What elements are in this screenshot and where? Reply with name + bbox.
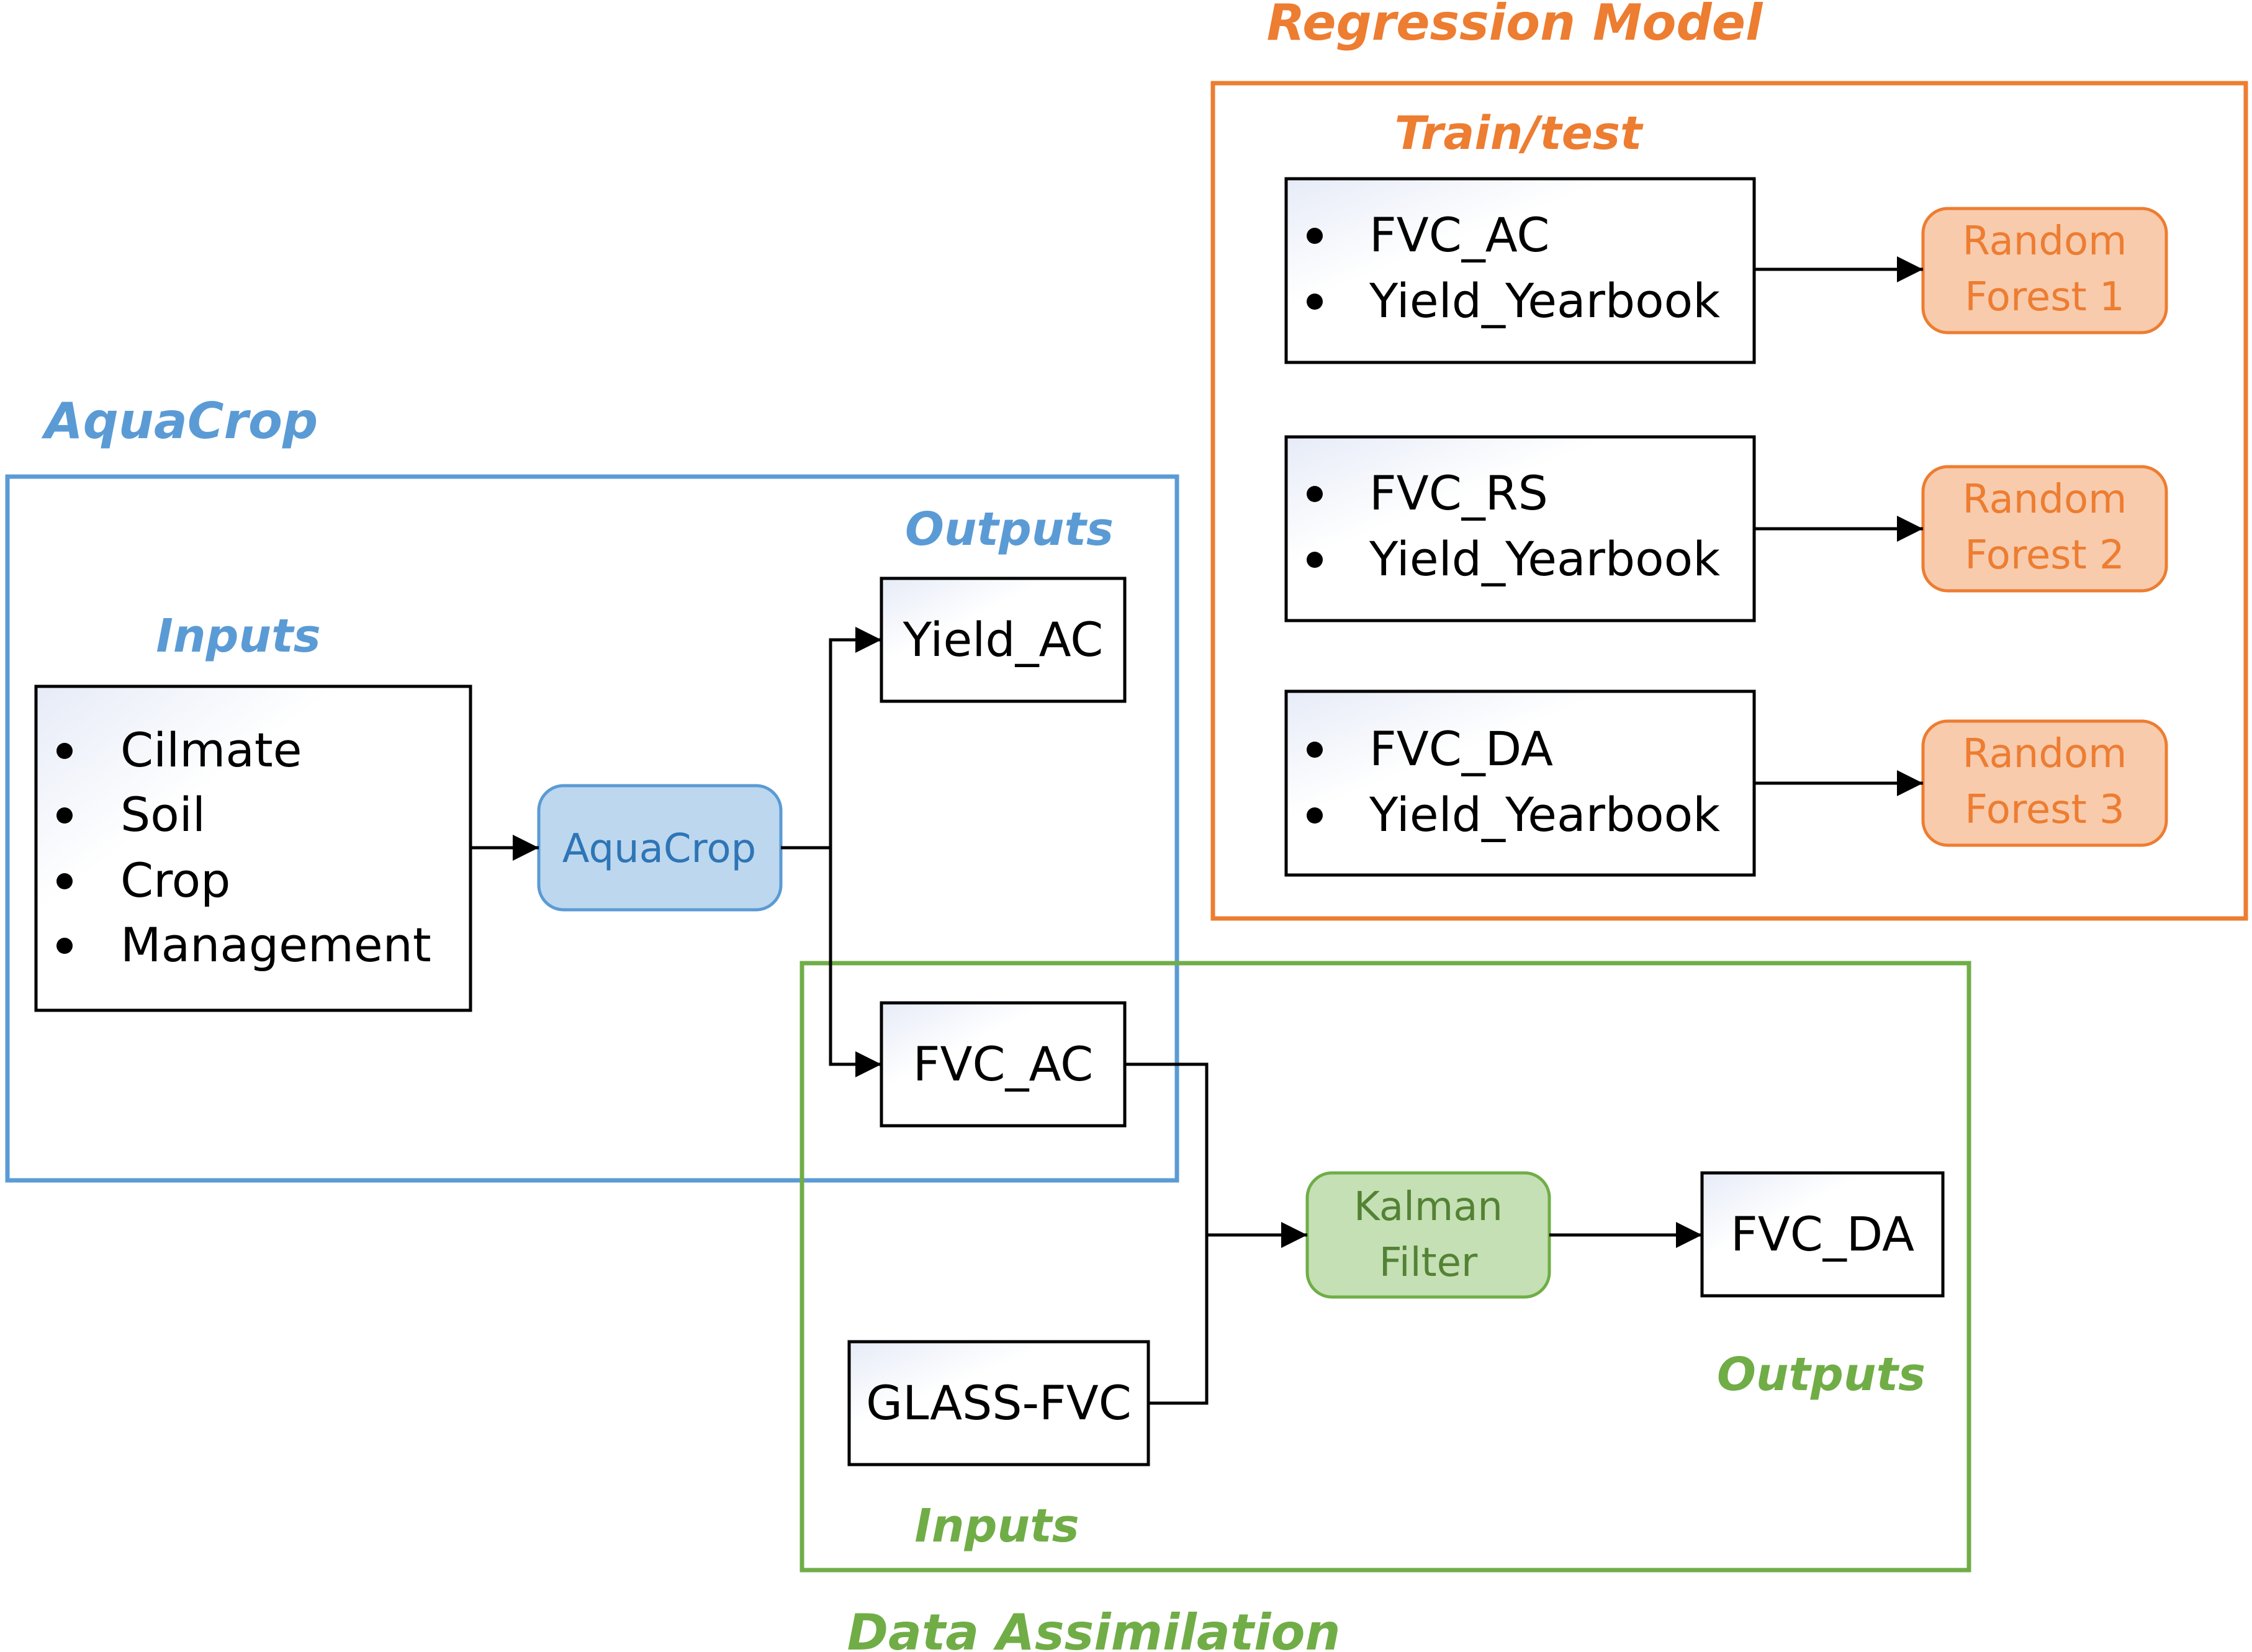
fvc-da-label: FVC_DA <box>1731 1206 1914 1262</box>
random-forest-label: Forest 2 <box>1965 532 2124 578</box>
training-set-box-1 <box>1284 177 1756 364</box>
bullet-icon <box>1307 742 1323 758</box>
assimilation-inputs-label: Inputs <box>914 1499 1079 1553</box>
input-item-crop: Crop <box>120 853 230 908</box>
training-set-box-3 <box>1284 689 1756 877</box>
connector-fvc-ac-to-filter <box>1125 1062 1209 1235</box>
connector-glass-fvc-to-filter <box>1148 1235 1209 1405</box>
assimilation-outputs-label: Outputs <box>1717 1348 1925 1401</box>
regression-row-1: FVC_AC Yield_Yearbook Random Forest 1 <box>1284 177 2168 364</box>
fvc-ac-label: FVC_AC <box>913 1036 1094 1092</box>
input-item-climate: Cilmate <box>120 722 302 778</box>
aquacrop-inputs-box <box>34 685 472 1012</box>
training-item: FVC_DA <box>1369 721 1553 776</box>
bullet-icon <box>1307 807 1323 824</box>
random-forest-label: Random <box>1963 477 2127 523</box>
bullet-icon <box>1307 228 1323 244</box>
regression-group-frame <box>1210 81 2248 921</box>
bullet-icon <box>56 873 73 889</box>
regression-row-2: FVC_RS Yield_Yearbook Random Forest 2 <box>1284 435 2168 622</box>
input-item-management: Management <box>120 917 431 972</box>
random-forest-label: Forest 1 <box>1965 274 2124 320</box>
train-test-label: Train/test <box>1395 107 1644 160</box>
training-set-box-2 <box>1284 435 1756 622</box>
regression-model-title: Regression Model <box>1267 0 1763 52</box>
glass-fvc-box <box>847 1340 1150 1466</box>
training-item: FVC_RS <box>1369 465 1548 521</box>
input-item-soil: Soil <box>120 787 205 842</box>
fvc-ac-box <box>880 1001 1127 1128</box>
bullet-icon <box>1307 486 1323 502</box>
data-assimilation-title: Data Assimilation <box>847 1604 1341 1652</box>
assimilation-group-frame <box>799 961 1971 1573</box>
yield-ac-label: Yield_AC <box>903 612 1104 667</box>
random-forest-label: Random <box>1963 218 2127 264</box>
training-item: Yield_Yearbook <box>1369 273 1720 328</box>
aquacrop-group-frame <box>5 474 1179 1183</box>
random-forest-label: Random <box>1963 731 2127 777</box>
bullet-icon <box>1307 294 1323 310</box>
aquacrop-inputs-label: Inputs <box>156 609 320 663</box>
aquacrop-title: AquaCrop <box>41 392 318 450</box>
bullet-icon <box>1307 552 1323 568</box>
aquacrop-process-label: AquaCrop <box>562 826 756 872</box>
training-item: FVC_AC <box>1369 207 1550 263</box>
bullet-icon <box>56 743 73 759</box>
aquacrop-outputs-label: Outputs <box>905 503 1114 556</box>
arrow-to-fvc-ac <box>829 848 881 1077</box>
training-item: Yield_Yearbook <box>1369 531 1720 586</box>
arrow-to-yield-ac <box>829 627 881 848</box>
glass-fvc-label: GLASS-FVC <box>866 1375 1132 1430</box>
kalman-filter-label: Filter <box>1379 1240 1478 1286</box>
yield-ac-box <box>880 577 1127 703</box>
bullet-icon <box>56 938 73 954</box>
regression-row-3: FVC_DA Yield_Yearbook Random Forest 3 <box>1284 689 2168 877</box>
bullet-icon <box>56 807 73 824</box>
training-item: Yield_Yearbook <box>1369 787 1720 842</box>
random-forest-label: Forest 3 <box>1965 787 2124 833</box>
fvc-da-box <box>1700 1171 1945 1298</box>
kalman-filter-label: Kalman <box>1354 1184 1503 1230</box>
